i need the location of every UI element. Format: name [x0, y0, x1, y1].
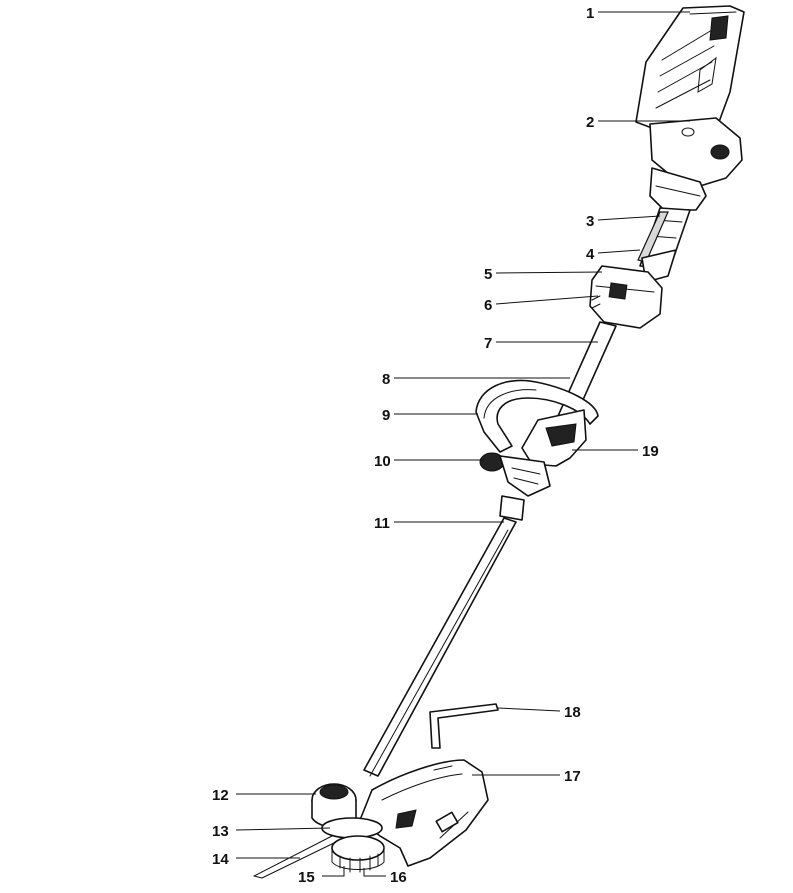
- collar: [589, 265, 663, 329]
- callout-9: 9: [382, 407, 390, 424]
- callout-8: 8: [382, 371, 390, 388]
- callout-11: 11: [374, 515, 390, 532]
- trimmer-illustration: [253, 5, 745, 879]
- battery-pack: [635, 5, 745, 131]
- callout-17: 17: [564, 768, 581, 785]
- callout-13: 13: [212, 823, 229, 840]
- callout-15: 15: [298, 869, 315, 886]
- hex-key: [429, 703, 499, 749]
- leader-lines: [235, 11, 690, 877]
- adjustment-knob: [479, 452, 551, 497]
- callout-2: 2: [586, 114, 594, 131]
- callout-14: 14: [212, 851, 229, 868]
- callout-10: 10: [374, 453, 391, 470]
- auxiliary-handle: [475, 379, 599, 467]
- upper-shaft: [637, 207, 691, 283]
- callout-4: 4: [586, 246, 595, 263]
- callout-19: 19: [642, 443, 659, 460]
- callout-5: 5: [484, 266, 492, 283]
- spool-assembly: [321, 817, 385, 873]
- callout-12: 12: [212, 787, 229, 804]
- shaft-coupler: [499, 495, 525, 521]
- callout-1: 1: [586, 5, 594, 22]
- callout-3: 3: [586, 213, 594, 230]
- guard: [359, 759, 489, 867]
- cutting-line: [253, 835, 337, 879]
- motor-housing: [649, 117, 743, 211]
- lower-shaft: [363, 517, 517, 777]
- callout-16: 16: [390, 869, 407, 886]
- callout-18: 18: [564, 704, 581, 721]
- callout-6: 6: [484, 297, 492, 314]
- callout-labels: 1 2 3 4 5 6 7 8 9 10 11 12 13 14 15 16 1…: [212, 5, 659, 886]
- callout-7: 7: [484, 335, 492, 352]
